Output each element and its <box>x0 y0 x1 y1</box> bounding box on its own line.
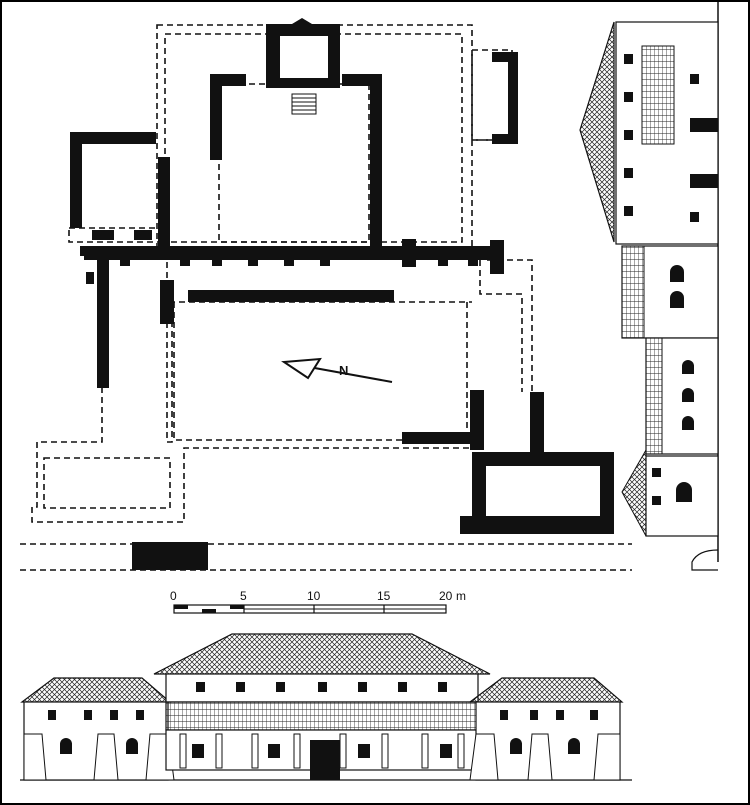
scale-tick-10: 10 <box>307 589 321 603</box>
front-elevation <box>20 633 632 781</box>
scale-bar <box>173 604 447 614</box>
solid-walls <box>70 18 614 570</box>
upper-windows <box>624 54 718 222</box>
scale-tick-20: 20 <box>439 589 453 603</box>
portico-columns <box>179 733 465 769</box>
north-arrow-icon <box>281 357 393 383</box>
side-elevation <box>579 2 719 571</box>
apse-interior <box>280 36 328 78</box>
scale-tick-5: 5 <box>240 589 247 603</box>
scale-unit: m <box>456 589 466 603</box>
north-arrow-label: N <box>339 363 349 378</box>
floor-plan <box>20 18 632 571</box>
pier-stubs <box>120 258 478 266</box>
apse-stairs <box>290 88 318 116</box>
scale-tick-0: 0 <box>170 589 177 603</box>
scale-tick-15: 15 <box>377 589 391 603</box>
